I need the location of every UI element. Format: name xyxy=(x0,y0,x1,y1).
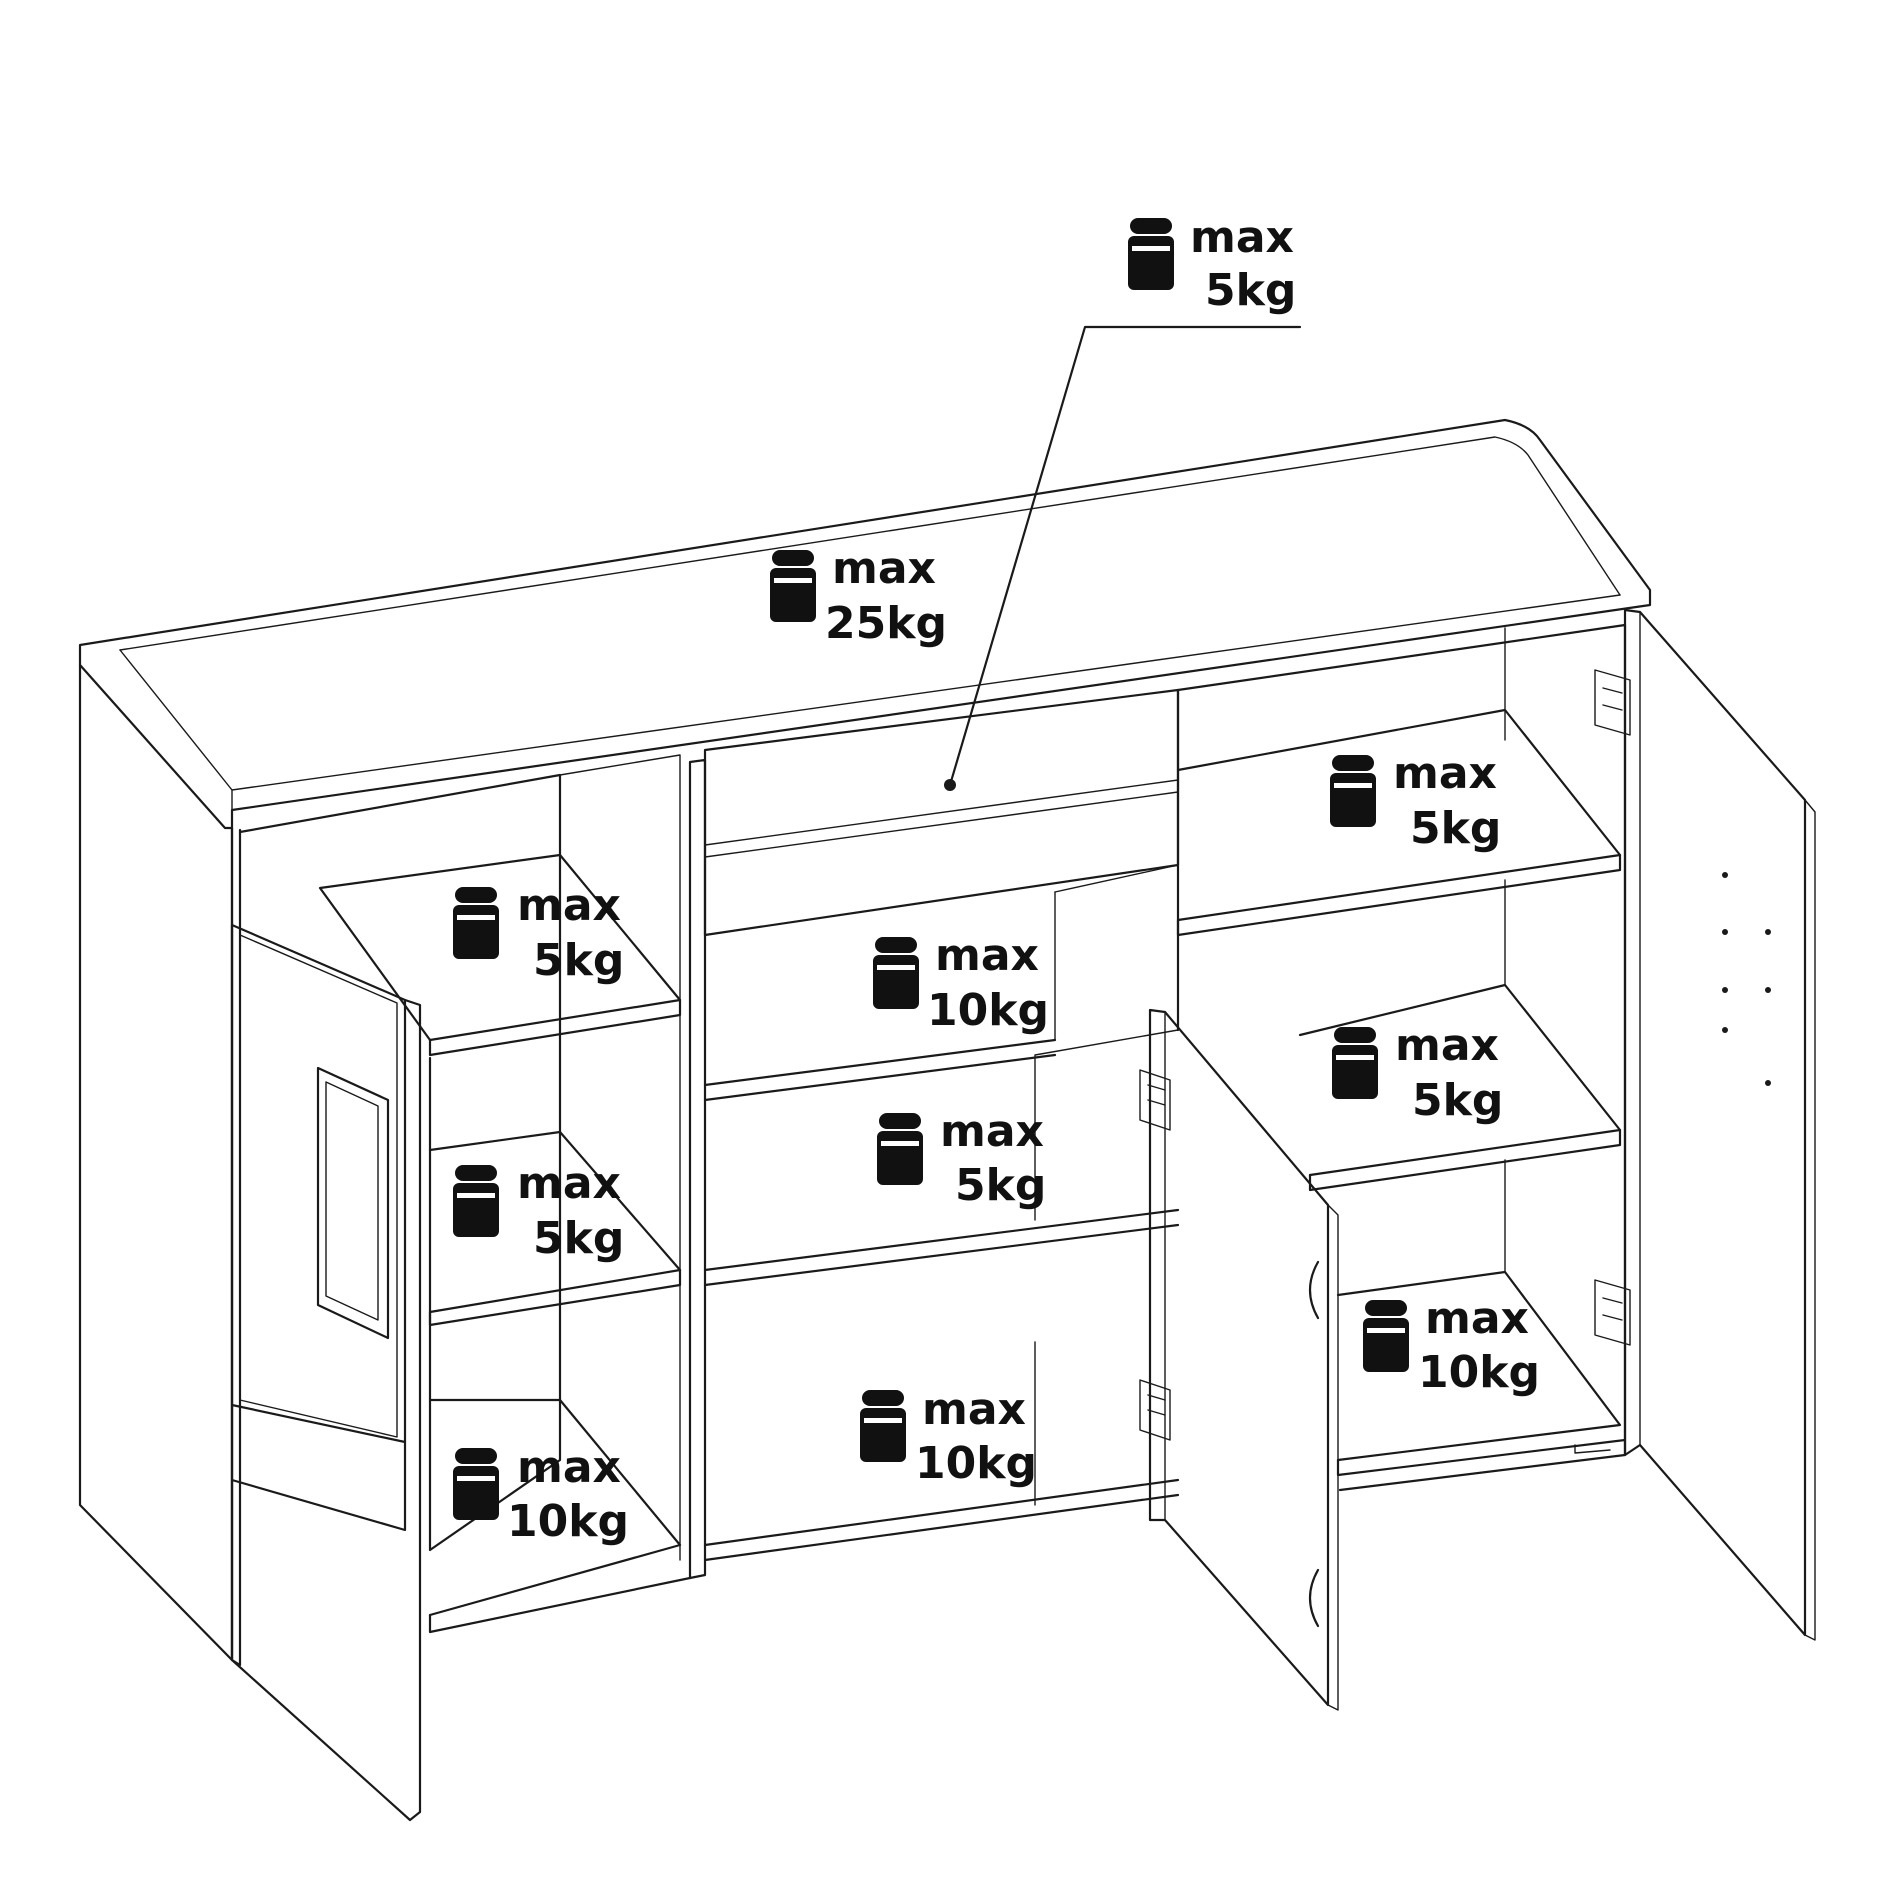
weight-label-line1: max xyxy=(517,1442,621,1493)
weight-label-line1: max xyxy=(1425,1293,1529,1344)
hinge xyxy=(1139,1379,1171,1441)
weight-label-line1: max xyxy=(1393,748,1497,799)
middle-door xyxy=(1148,1008,1330,1707)
sideboard-drawing xyxy=(78,325,1816,1822)
cabinet-left-side xyxy=(78,663,234,1662)
weight-label-line2: 5kg xyxy=(1410,803,1501,854)
weight-icon xyxy=(1332,1027,1378,1099)
hinge xyxy=(1594,1279,1631,1346)
weight-icon xyxy=(453,1165,499,1237)
weight-label-line2: 5kg xyxy=(533,1213,624,1264)
weight-icon xyxy=(1128,218,1174,290)
weight-label-line2: 5kg xyxy=(1205,265,1296,316)
weight-icon xyxy=(873,937,919,1009)
right-door-hinge-holes xyxy=(1722,872,1771,1086)
left-door-handle xyxy=(316,1066,390,1340)
weight-label-line2: 5kg xyxy=(955,1160,1046,1211)
middle-door-handle-bottom xyxy=(1308,1568,1320,1628)
weight-label-line2: 10kg xyxy=(927,985,1049,1036)
weight-icon xyxy=(770,550,816,622)
left-bay xyxy=(238,773,562,1552)
weight-label-line2: 10kg xyxy=(507,1496,629,1547)
middle-divider xyxy=(688,758,707,1580)
weight-label-line1: max xyxy=(935,930,1039,981)
drawer-leader-dot xyxy=(944,779,956,791)
weight-label-line2: 25kg xyxy=(825,598,947,649)
weight-label-line2: 10kg xyxy=(915,1438,1037,1489)
weight-label-line1: max xyxy=(517,880,621,931)
weight-icon xyxy=(1363,1300,1409,1372)
hinge xyxy=(1594,669,1631,736)
weight-label-line1: max xyxy=(517,1158,621,1209)
weight-icon xyxy=(453,1448,499,1520)
weight-label-line1: max xyxy=(922,1384,1026,1435)
weight-label-line1: max xyxy=(1395,1020,1499,1071)
weight-icon xyxy=(877,1113,923,1185)
right-door xyxy=(1623,608,1807,1637)
weight-icon xyxy=(453,887,499,959)
hinge xyxy=(1139,1069,1171,1131)
weight-label-line1: max xyxy=(940,1106,1044,1157)
weight-icon xyxy=(1330,755,1376,827)
weight-label-line2: 10kg xyxy=(1418,1347,1540,1398)
drawer-leader-line xyxy=(948,325,1302,787)
weight-icon xyxy=(860,1390,906,1462)
weight-label-line2: 5kg xyxy=(1412,1075,1503,1126)
weight-label-line1: max xyxy=(1190,212,1294,263)
weight-label-line2: 5kg xyxy=(533,935,624,986)
weight-labels: max5kgmax25kgmax5kgmax5kgmax10kgmax10kgm… xyxy=(453,212,1540,1547)
weight-label-line1: max xyxy=(832,543,936,594)
middle-door-handle-top xyxy=(1308,1260,1320,1320)
